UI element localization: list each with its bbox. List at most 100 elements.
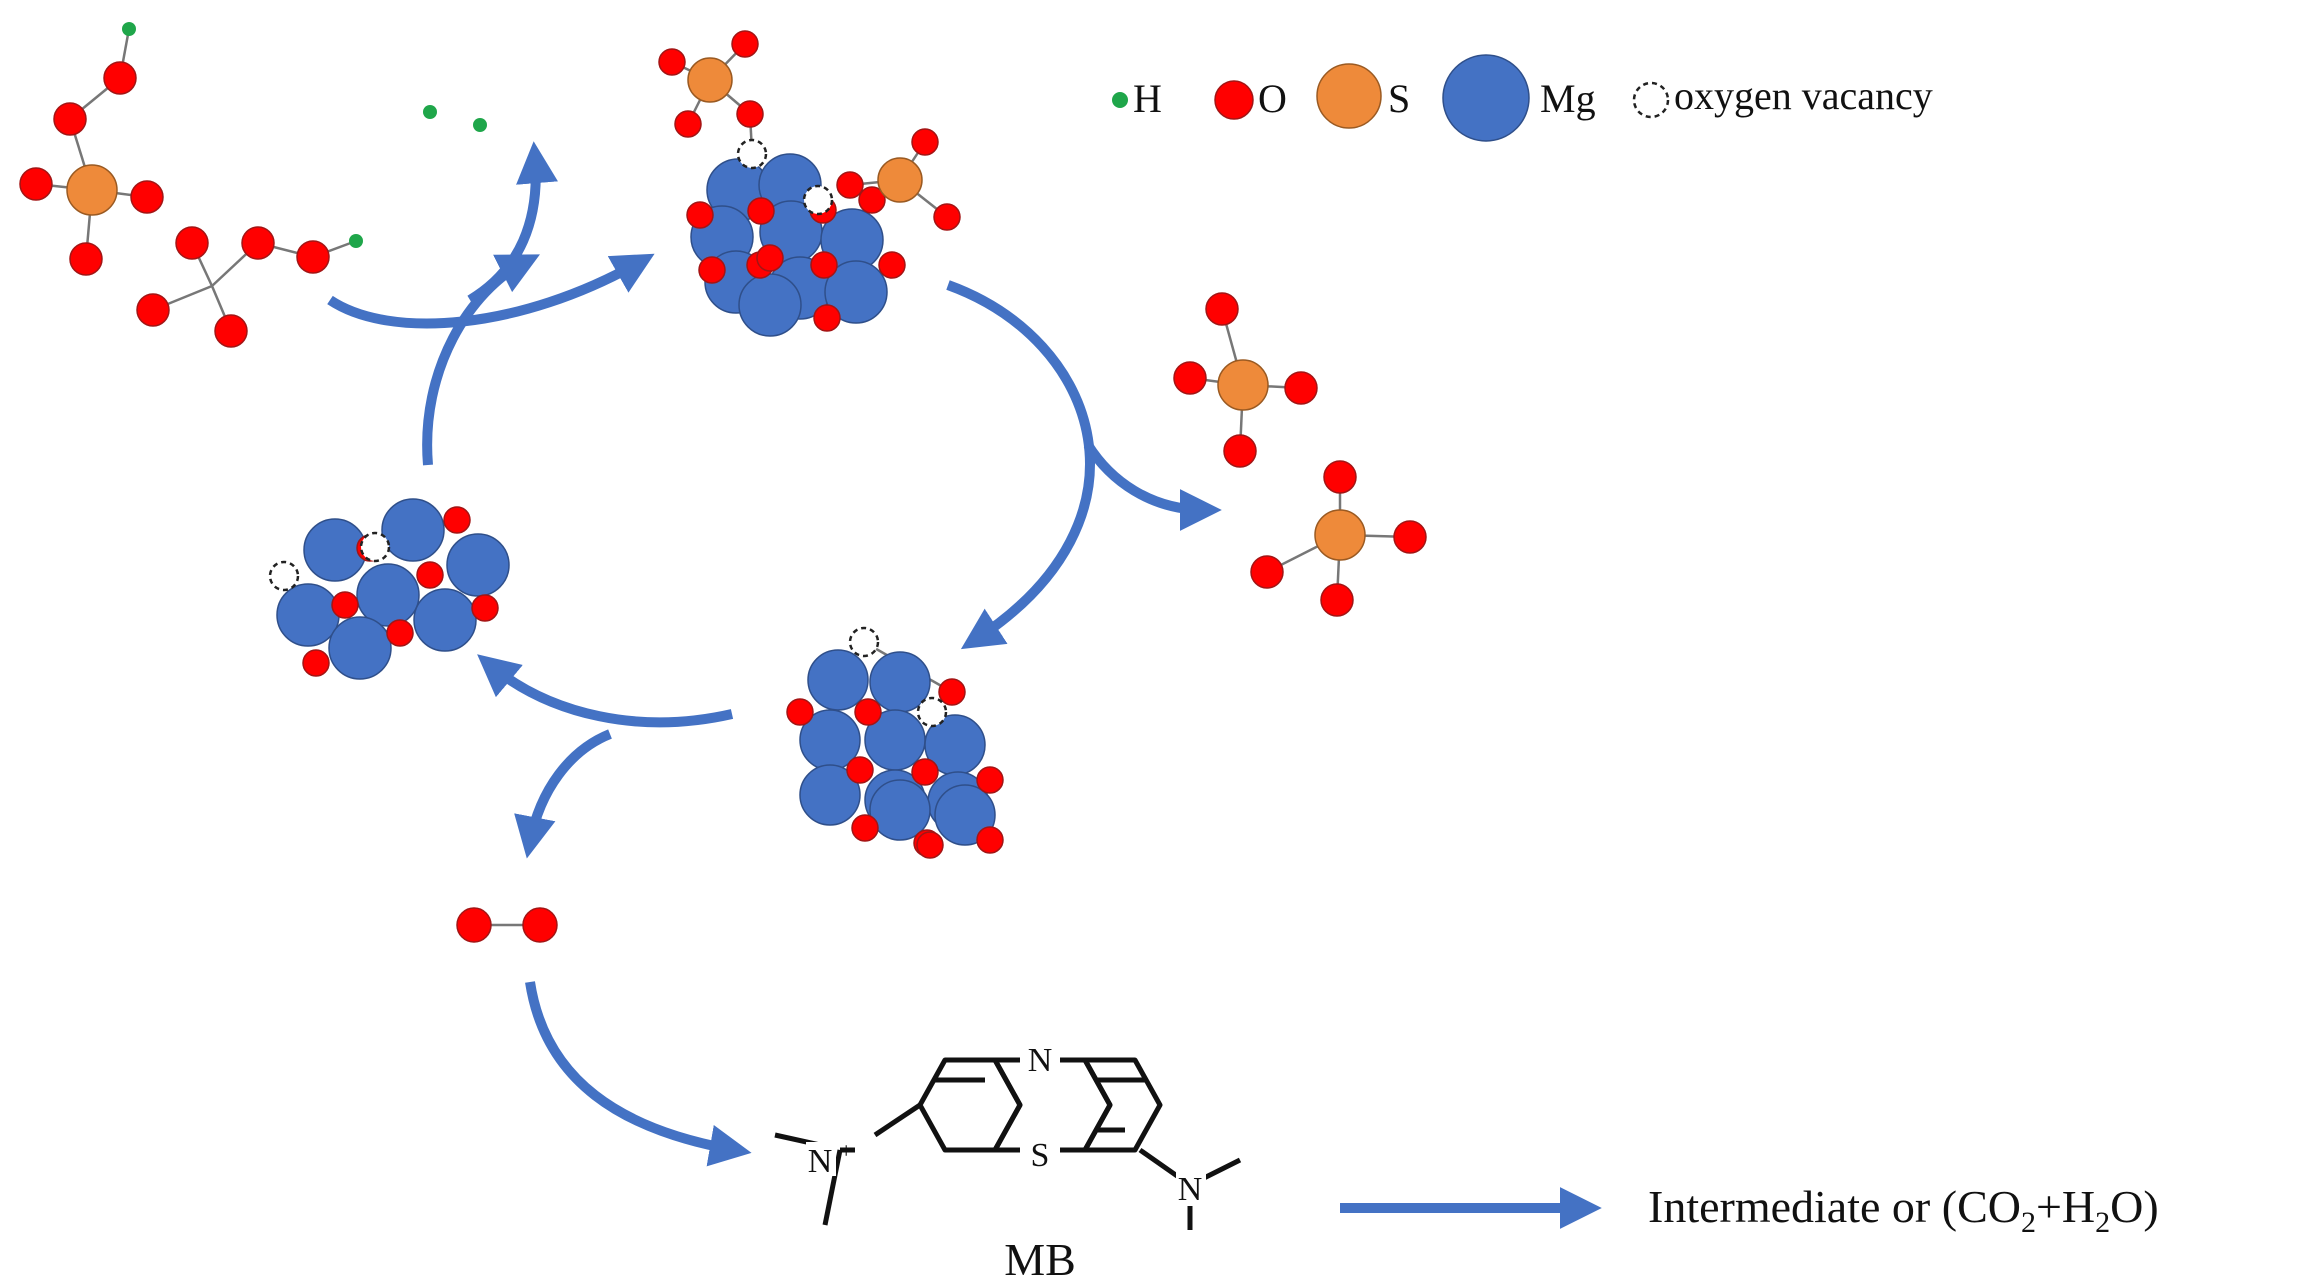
mb-amine-nitrogen: N — [1178, 1171, 1203, 1208]
sulfur-atom — [1217, 359, 1269, 411]
oxygen-atom — [851, 814, 879, 842]
oxygen-molecule — [456, 907, 558, 943]
oxygen-atom — [471, 594, 499, 622]
product-mid: +H — [2036, 1181, 2095, 1232]
magnesium-atom — [738, 273, 802, 337]
oxygen-atom — [786, 698, 814, 726]
degradation-product-label: Intermediate or (CO2+H2O) — [1648, 1181, 2159, 1239]
oxygen-atom — [53, 102, 87, 136]
oxygen-atom — [976, 826, 1004, 854]
oxygen-vacancy — [268, 560, 300, 592]
released-hydrogen-atom — [423, 105, 437, 119]
magnesium-atom — [824, 260, 888, 324]
mb-ring-sulfur: S — [1031, 1137, 1050, 1174]
legend-s-label: S — [1388, 76, 1410, 121]
oxygen-atom — [747, 197, 775, 225]
magnesium-atom — [799, 764, 861, 826]
product-co2-subscript: 2 — [2021, 1206, 2036, 1239]
oxygen-atom — [911, 128, 939, 156]
magnesium-atom — [869, 779, 931, 841]
oxygen-atom — [938, 678, 966, 706]
sulfur-atom — [66, 164, 118, 216]
oxygen-atom — [136, 293, 170, 327]
magnesium-atom — [869, 651, 931, 713]
oxygen-atom — [933, 203, 961, 231]
magnesium-atom — [446, 533, 510, 597]
oxygen-atom — [456, 907, 492, 943]
oxygen-atom — [674, 110, 702, 138]
oxygen-atom — [1250, 555, 1284, 589]
oxygen-vacancy — [736, 138, 768, 170]
hydrogen-atom — [349, 234, 363, 248]
mb-right-ring — [1082, 1057, 1163, 1153]
sulfur-atom — [1314, 509, 1366, 561]
reaction-cycle-arrows — [327, 141, 1602, 1229]
bonds — [1189, 308, 1411, 601]
magnesium-atom — [381, 498, 445, 562]
legend-oxygen-marker — [1214, 80, 1254, 120]
mgo-cluster-with-vacancies — [786, 626, 1004, 859]
legend: H O S Mg oxygen vacancy — [1112, 54, 1933, 142]
mb-ring-nitrogen: N — [1028, 1042, 1053, 1079]
oxygen-atom — [736, 100, 764, 128]
arrow-to-left-cluster — [477, 654, 734, 728]
oxygen-atom — [698, 256, 726, 284]
oxygen-atom — [1393, 520, 1427, 554]
oxygen-atom — [731, 30, 759, 58]
oxygen-atom — [241, 226, 275, 260]
oxygen-atom — [810, 251, 838, 279]
oxygen-atom — [296, 240, 330, 274]
product-h2o-subscript: 2 — [2095, 1206, 2110, 1239]
arrow-hydrogen-release — [467, 141, 558, 305]
oxygen-atom — [214, 314, 248, 348]
oxygen-atom — [522, 907, 558, 943]
oxygen-atom — [858, 186, 886, 214]
sulfur-atom — [877, 157, 923, 203]
oxygen-atom — [686, 201, 714, 229]
oxygen-atom — [854, 698, 882, 726]
oxygen-atom — [331, 591, 359, 619]
oxygen-vacancy — [802, 184, 834, 216]
oxygen-atom — [846, 756, 874, 784]
released-hydrogen-atom — [473, 118, 487, 132]
oxygen-atom — [878, 251, 906, 279]
oxygen-atom — [1173, 361, 1207, 395]
legend-vacancy-marker — [1632, 81, 1670, 119]
mgo-cluster-with-adsorbed-sulfate — [658, 30, 961, 337]
magnesium-atom — [356, 563, 420, 627]
magnesium-atom — [807, 649, 869, 711]
oxygen-atom — [658, 48, 686, 76]
released-sulfate-groups — [1173, 292, 1427, 617]
hydrogen-atom — [122, 22, 136, 36]
bisulfate-reactants — [19, 22, 363, 348]
methylene-blue-structure: N S N + N MB — [774, 1040, 1242, 1285]
legend-sulfur-marker — [1316, 63, 1382, 129]
arrow-oxygen-release — [514, 729, 612, 859]
oxygen-atom — [756, 244, 784, 272]
product-suffix: O) — [2110, 1181, 2159, 1232]
oxygen-atom — [416, 561, 444, 589]
oxygen-atom — [69, 242, 103, 276]
oxygen-atom — [302, 649, 330, 677]
magnesium-atom — [413, 588, 477, 652]
magnesium-atom — [328, 616, 392, 680]
oxygen-atom — [813, 304, 841, 332]
oxygen-atom — [1205, 292, 1239, 326]
oxygen-vacancy — [848, 626, 880, 658]
legend-mg-label: Mg — [1540, 76, 1596, 121]
legend-magnesium-marker — [1442, 54, 1530, 142]
oxygen-atom — [916, 831, 944, 859]
oxygen-atom — [103, 61, 137, 95]
arrow-to-reduced-cluster — [946, 280, 1095, 650]
oxygen-vacancy — [359, 531, 391, 563]
oxygen-vacancy — [916, 696, 948, 728]
oxygen-atom — [175, 226, 209, 260]
mb-positive-charge: + — [840, 1138, 852, 1163]
arrow-sulfate-release — [1083, 442, 1222, 531]
magnesium-atom — [934, 784, 996, 846]
oxygen-atom — [1223, 434, 1257, 468]
mb-iminium-nitrogen: N — [808, 1143, 833, 1180]
mb-label: MB — [1004, 1234, 1076, 1285]
oxygen-atom — [1323, 460, 1357, 494]
